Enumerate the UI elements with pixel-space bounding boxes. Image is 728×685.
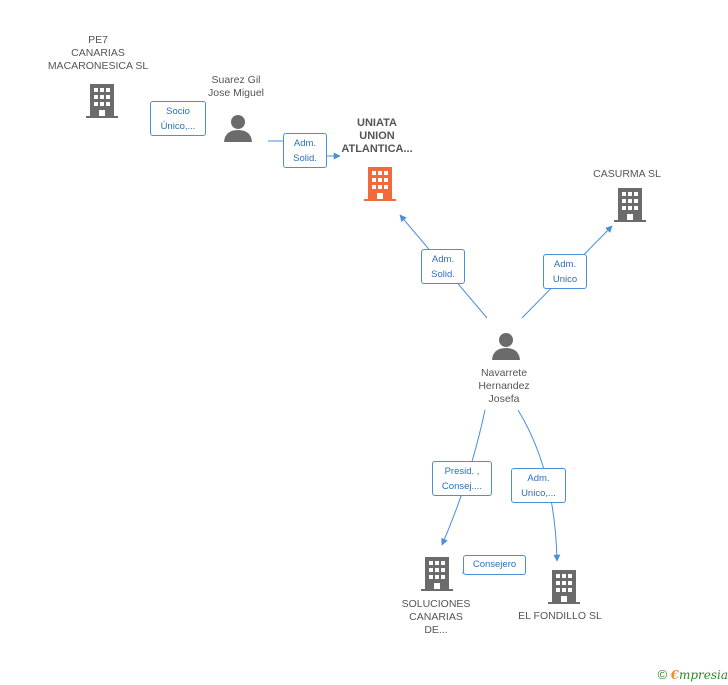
edge-label-adm-unico-1[interactable]: Adm. Unico: [543, 254, 587, 289]
edge-label-socio-line-2: Único,...: [160, 121, 196, 132]
node-suarez[interactable]: Suarez Gil Jose Miguel: [186, 74, 286, 100]
edge-label-adm-solid-1[interactable]: Adm. Solid.: [283, 133, 327, 168]
node-uniata[interactable]: UNIATA UNION ATLANTICA...: [327, 117, 427, 156]
brand-logo-text: mpresia: [678, 668, 728, 682]
copyright-icon: ©: [657, 667, 668, 682]
edge-label-socio[interactable]: Socio Único,...: [150, 101, 206, 136]
node-pe7-label-2: CANARIAS: [71, 47, 125, 59]
node-soluciones-label-3: DE...: [424, 624, 448, 636]
edge-label-presid-line-2: Consej....: [441, 481, 483, 492]
node-casurma[interactable]: CASURMA SL: [577, 168, 677, 181]
footer-brand[interactable]: © €mpresia: [658, 667, 728, 682]
edge-label-adm-unico-1-line-2: Unico: [552, 274, 578, 285]
node-suarez-label-2: Jose Miguel: [207, 87, 265, 99]
node-navarrete-label-1: Navarrete: [480, 367, 528, 379]
edge-label-adm-unico-2-line-2: Unico,...: [521, 488, 556, 499]
node-pe7-label-1: PE7: [88, 34, 108, 46]
edge-label-adm-solid-2[interactable]: Adm. Solid.: [421, 249, 465, 284]
building-icon[interactable]: [421, 557, 453, 591]
edge-label-adm-unico-2-line-1: Adm.: [527, 473, 550, 484]
node-pe7[interactable]: PE7 CANARIAS MACARONESICA SL: [38, 34, 158, 73]
edge-label-adm-unico-2[interactable]: Adm. Unico,...: [511, 468, 566, 503]
node-soluciones-label-2: CANARIAS: [409, 611, 463, 623]
edge-label-adm-solid-2-line-1: Adm.: [431, 254, 455, 265]
node-casurma-label-1: CASURMA SL: [593, 168, 661, 180]
brand-logo-e: €: [670, 668, 679, 682]
node-uniata-label-2: UNION: [359, 130, 395, 142]
node-fondillo-label-1: EL FONDILLO SL: [518, 610, 602, 622]
person-icon[interactable]: [491, 332, 521, 360]
node-navarrete-label-2: Hernandez: [478, 380, 530, 392]
building-icon[interactable]: [86, 84, 118, 118]
node-navarrete-label-3: Josefa: [488, 393, 520, 405]
node-soluciones-label-1: SOLUCIONES: [401, 598, 471, 610]
person-icon[interactable]: [223, 114, 253, 142]
edge-label-presid-line-1: Presid. ,: [444, 466, 480, 477]
edge-label-adm-solid-1-line-1: Adm.: [293, 138, 317, 149]
node-pe7-label-3: MACARONESICA SL: [47, 60, 149, 72]
node-suarez-label-1: Suarez Gil: [211, 74, 261, 86]
node-fondillo[interactable]: EL FONDILLO SL: [510, 610, 610, 623]
node-soluciones[interactable]: SOLUCIONES CANARIAS DE...: [386, 598, 486, 637]
edge-label-socio-line-1: Socio: [166, 106, 190, 117]
node-navarrete[interactable]: Navarrete Hernandez Josefa: [454, 367, 554, 406]
building-icon[interactable]: [614, 188, 646, 222]
brand-logo: €mpresia: [671, 668, 728, 682]
node-uniata-label-1: UNIATA: [357, 117, 397, 129]
edge-label-adm-solid-2-line-2: Solid.: [431, 269, 455, 280]
building-icon[interactable]: [548, 570, 580, 604]
node-uniata-label-3: ATLANTICA...: [341, 143, 413, 155]
edge-label-presid[interactable]: Presid. , Consej....: [432, 461, 492, 496]
edge-label-adm-solid-1-line-2: Solid.: [293, 153, 317, 164]
edge-label-adm-unico-1-line-1: Adm.: [553, 259, 577, 270]
edge-label-consejero[interactable]: Consejero: [463, 555, 526, 575]
edge-label-consejero-line-1: Consejero: [472, 559, 517, 570]
building-highlight-icon[interactable]: [364, 167, 396, 201]
